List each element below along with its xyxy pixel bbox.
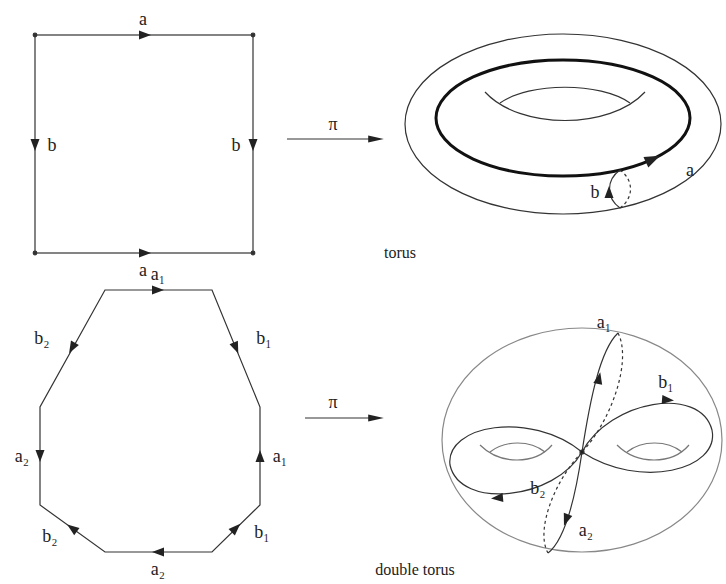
edge-label: b — [231, 136, 242, 154]
edge-label: a₁ — [150, 265, 166, 283]
square — [31, 31, 258, 258]
octagon — [36, 286, 265, 557]
double-torus — [442, 328, 722, 553]
edge-label: b — [47, 136, 58, 154]
edge-label: a — [138, 10, 148, 28]
edge-label: b₂ — [33, 329, 50, 347]
curve-label: a — [685, 161, 695, 179]
edge-label: b₁ — [253, 523, 270, 541]
curve-label: b₂ — [529, 479, 546, 497]
map-symbol: π — [327, 115, 338, 133]
caption-word: torus — [383, 245, 417, 261]
edge-label: a — [138, 261, 148, 279]
curve-label: a₂ — [578, 521, 594, 539]
edge-label: a₂ — [14, 447, 30, 465]
edge-label: a₂ — [150, 560, 166, 578]
curve-label: b₁ — [657, 373, 674, 391]
edge-label: a₁ — [272, 447, 288, 465]
curve-label: b — [590, 183, 601, 201]
map-symbol: π — [327, 393, 338, 411]
edge-label: b₁ — [255, 329, 272, 347]
caption-word: double torus — [374, 562, 456, 578]
torus — [405, 34, 721, 214]
map-arrow — [287, 135, 384, 421]
curve-label: a₁ — [596, 313, 612, 331]
edge-label: b₂ — [41, 527, 58, 545]
